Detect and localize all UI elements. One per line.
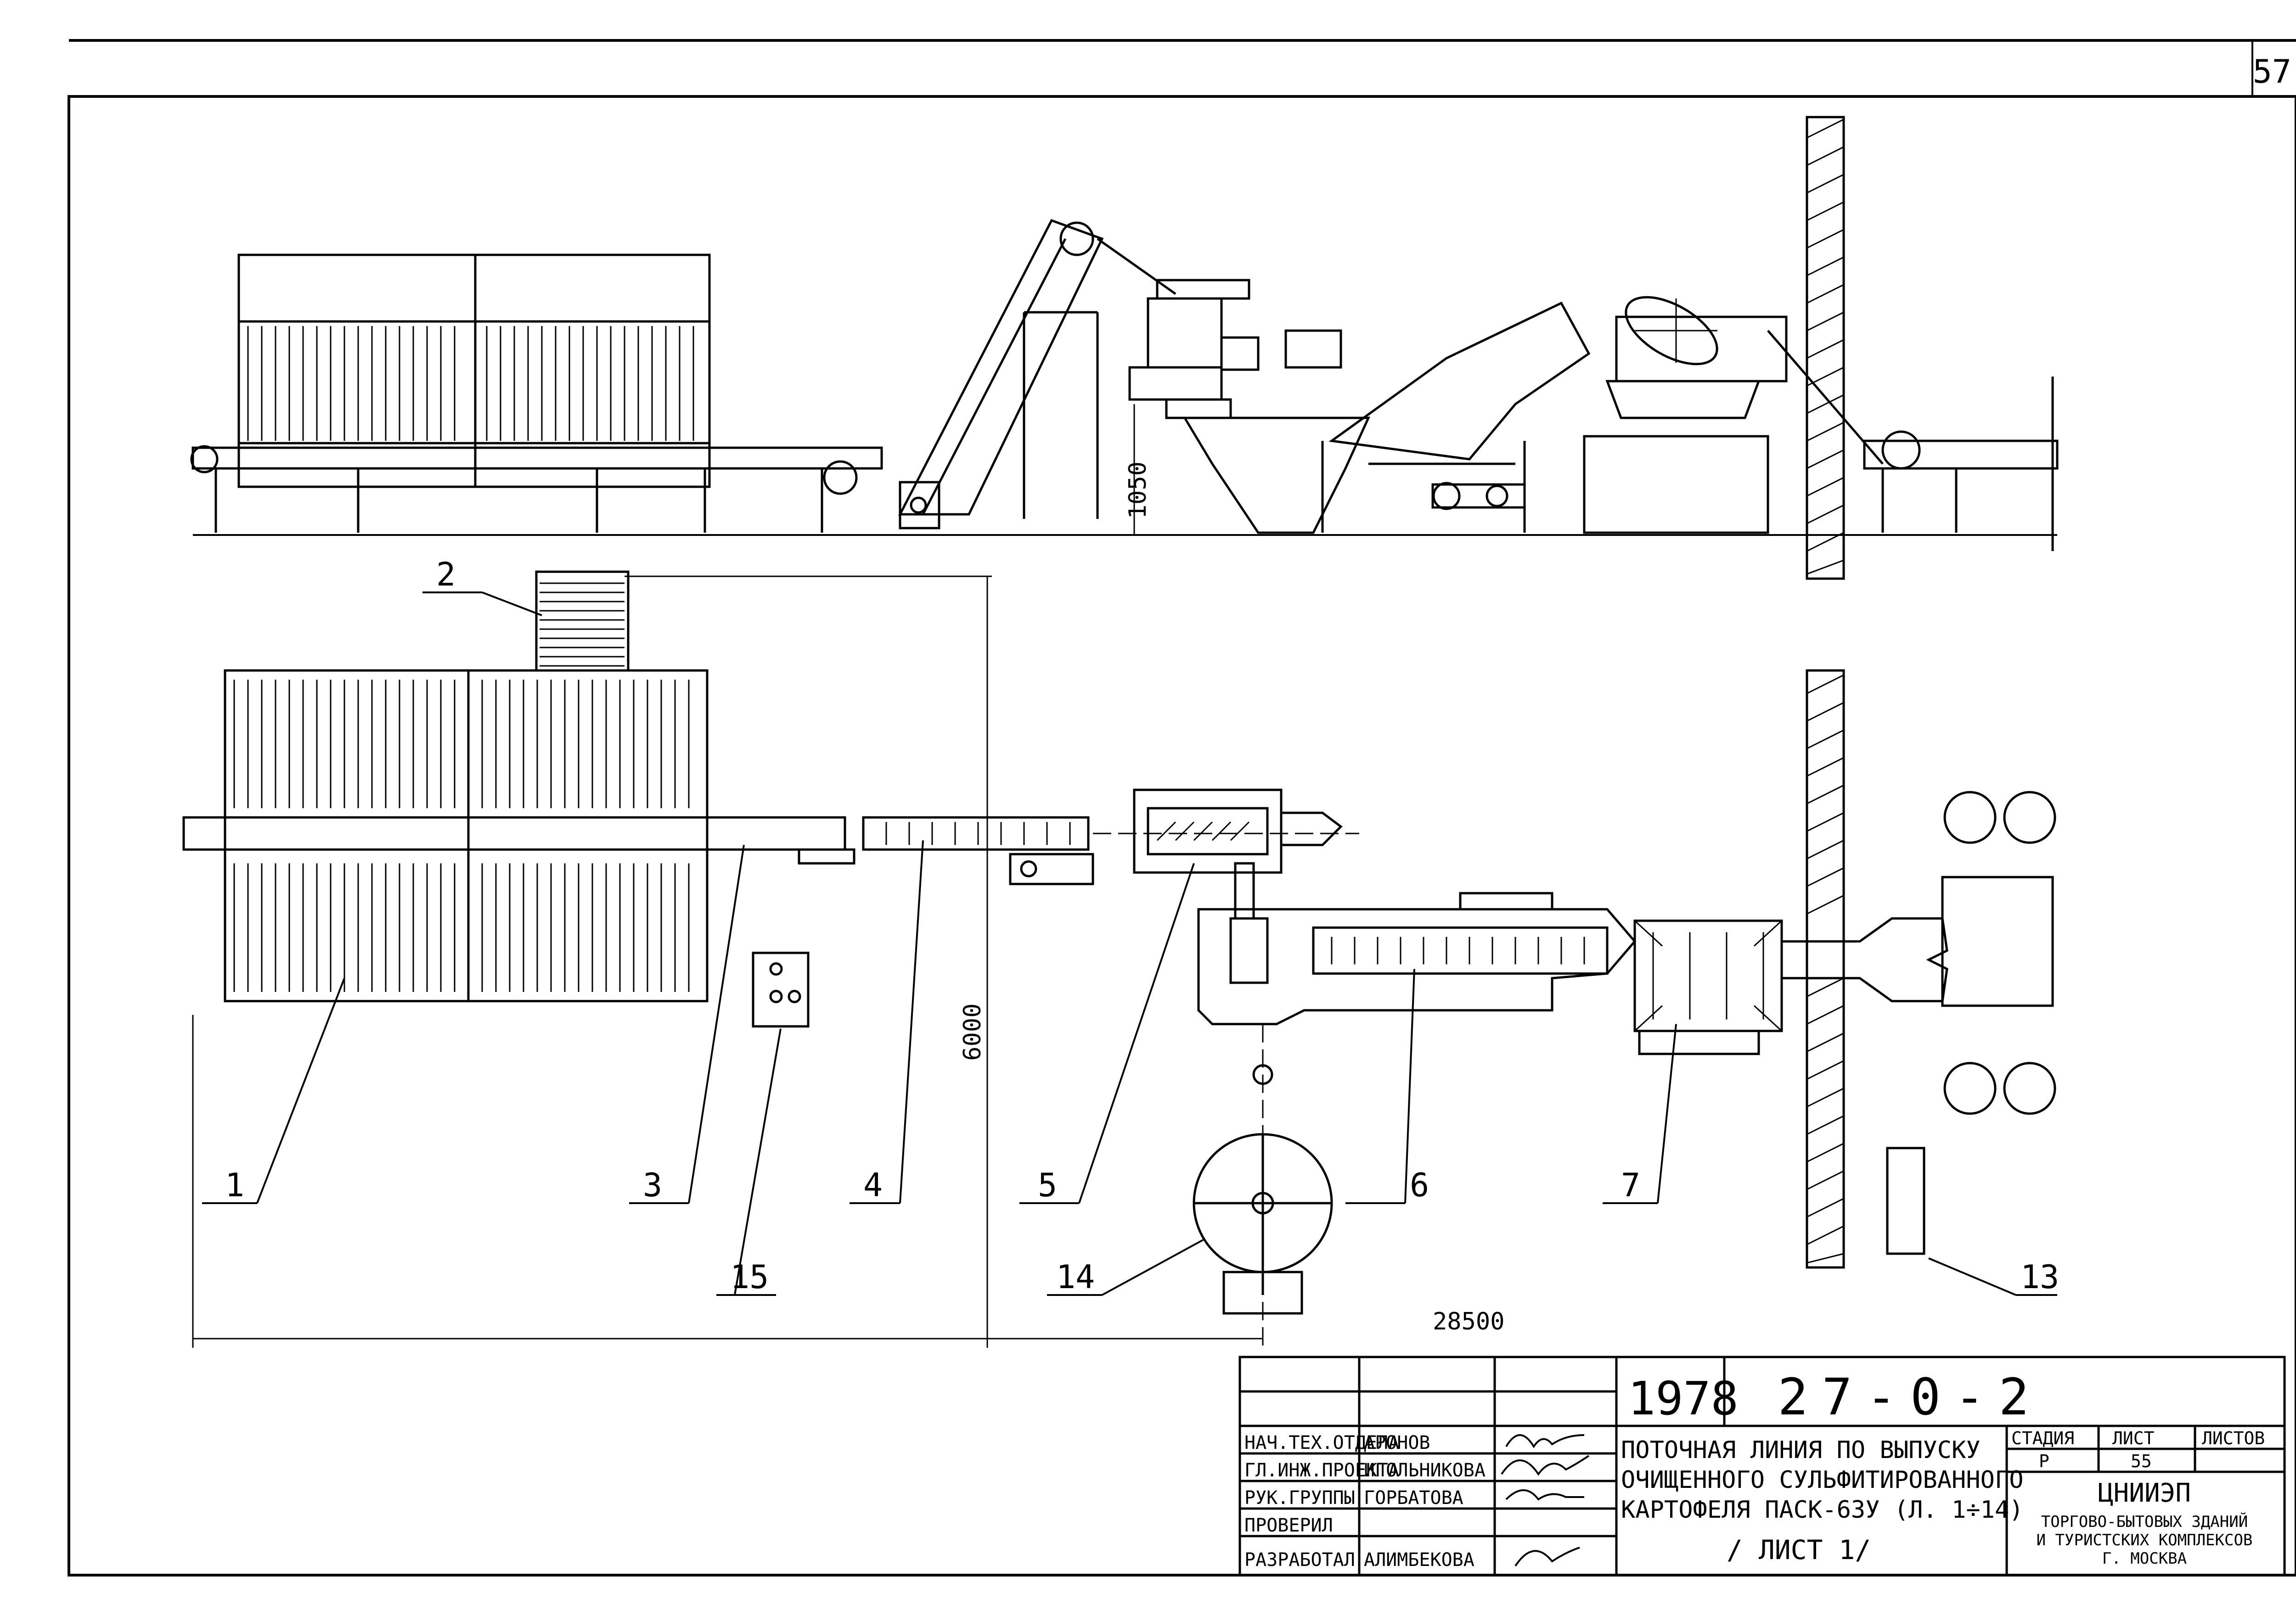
title-year: 1978 [1628,1372,1739,1425]
title-roles: НАЧ.ТЕХ.ОТДЕЛА АРОНОВ ГЛ.ИНЖ.ПРОЕКТА ИГО… [1244,1432,1486,1571]
title-line-2: ОЧИЩЕННОГО СУЛЬФИТИРОВАННОГО [1621,1466,2024,1494]
sheet-header: ЛИСТ [2112,1428,2155,1448]
role-1: НАЧ.ТЕХ.ОТДЕЛА [1244,1432,1399,1453]
name-3: ГОРБАТОВА [1364,1487,1463,1509]
callout-leaders [202,591,2057,1296]
callout-13: 13 [2020,1258,2059,1296]
title-code: 27-0-2 [1778,1368,2043,1426]
title-line-1: ПОТОЧНАЯ ЛИНИЯ ПО ВЫПУСКУ [1621,1436,1981,1464]
callout-labels: 1 2 3 4 5 6 7 13 14 15 [225,556,2059,1296]
org-city: Г. МОСКВА [2102,1549,2187,1568]
stage-value: Р [2039,1451,2049,1471]
role-4: ПРОВЕРИЛ [1244,1515,1333,1536]
role-5: РАЗРАБОТАЛ [1244,1549,1355,1571]
title-line-3: КАРТОФЕЛЯ ПАСК-63У (Л. 1÷14) [1621,1496,2024,1524]
stage-table: СТАДИЯ ЛИСТ ЛИСТОВ Р 55 [2011,1428,2265,1471]
callout-7: 7 [1621,1166,1640,1204]
org-name: ЦНИИЭП [2098,1478,2191,1508]
org-line-3: И ТУРИСТСКИХ КОМПЛЕКСОВ [2037,1531,2253,1549]
plan-view [182,570,2056,1350]
callout-1: 1 [225,1166,244,1204]
page-number: 57 [2253,53,2291,90]
callout-15: 15 [730,1258,769,1296]
org-line-2: ТОРГОВО-БЫТОВЫХ ЗДАНИЙ [2041,1512,2248,1531]
title-text: ПОТОЧНАЯ ЛИНИЯ ПО ВЫПУСКУ ОЧИЩЕННОГО СУЛ… [1621,1436,2024,1565]
callout-4: 4 [863,1166,883,1204]
dim-height-hopper: 1050 [1124,462,1152,519]
organization: ЦНИИЭП ТОРГОВО-БЫТОВЫХ ЗДАНИЙ И ТУРИСТСК… [2037,1478,2253,1568]
callout-14: 14 [1056,1258,1095,1296]
sheet-value: 55 [2131,1451,2152,1471]
dim-plan-width: 6000 [959,1003,986,1061]
sheets-header: ЛИСТОВ [2202,1428,2265,1448]
signatures [1501,1434,1590,1567]
title-line-4: / ЛИСТ 1/ [1727,1534,1871,1565]
role-3: РУК.ГРУППЫ [1244,1487,1355,1509]
callout-2: 2 [436,556,456,593]
stage-header: СТАДИЯ [2011,1428,2074,1448]
callout-6: 6 [1410,1166,1429,1204]
dim-overall-length: 28500 [1433,1308,1505,1335]
role-2: ГЛ.ИНЖ.ПРОЕКТА [1244,1460,1399,1481]
name-2: ИГОЛЬНИКОВА [1364,1460,1486,1481]
title-block: 1978 27-0-2 НАЧ.ТЕХ.ОТДЕЛА АРОНОВ ГЛ.ИНЖ… [1238,1356,2286,1577]
callout-5: 5 [1038,1166,1057,1204]
sheet-frame [68,39,2296,1577]
elevation-view [190,116,2059,580]
callout-3: 3 [643,1166,662,1204]
name-1: АРОНОВ [1364,1432,1430,1453]
name-5: АЛИМБЕКОВА [1364,1549,1474,1571]
